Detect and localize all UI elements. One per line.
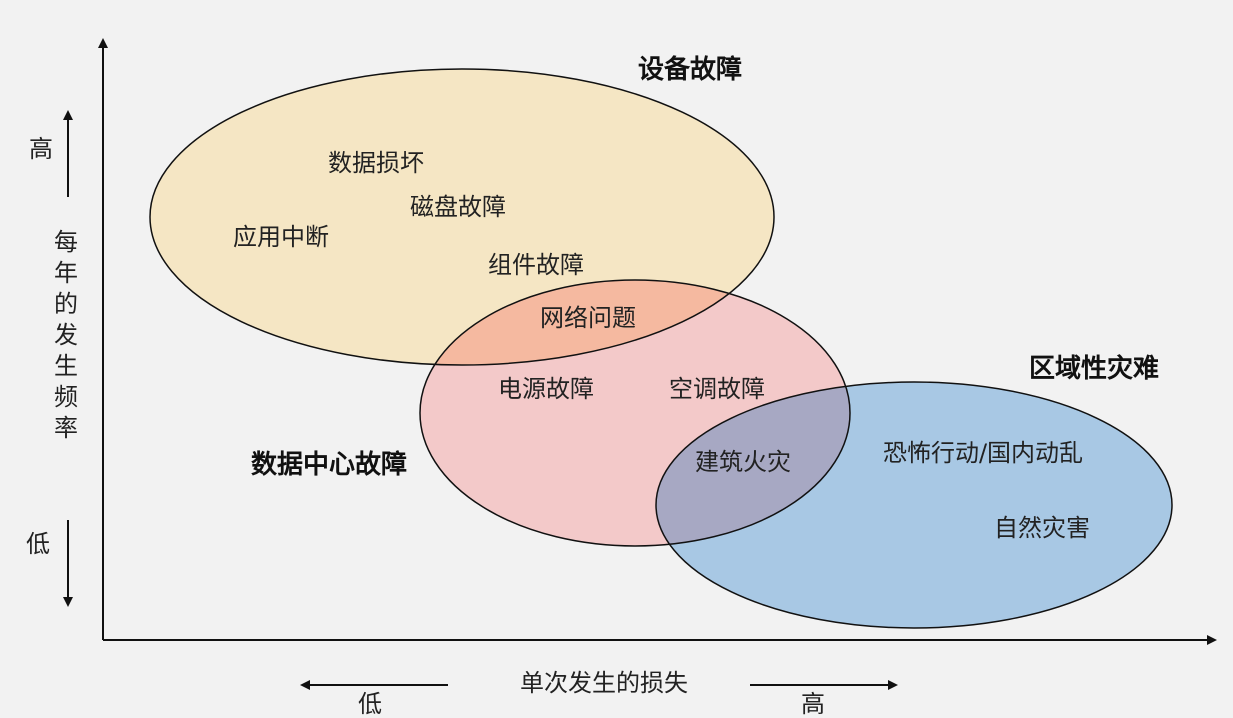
y-axis-label-char: 生 [54, 352, 78, 380]
x-high-label: 高 [801, 690, 825, 718]
item-terrorism: 恐怖行动/国内动乱 [883, 439, 1083, 467]
y-axis-label-char: 的 [54, 290, 78, 318]
x-low-label: 低 [358, 690, 382, 718]
y-axis-label-char: 每 [54, 228, 78, 256]
regional-outline [655, 381, 1173, 629]
y-high-label: 高 [29, 135, 53, 163]
item-power-failure: 电源故障 [498, 375, 594, 403]
item-natural-disaster: 自然灾害 [994, 514, 1090, 542]
item-building-fire: 建筑火灾 [695, 448, 791, 476]
equipment-title: 设备故障 [638, 54, 742, 85]
item-data-corruption: 数据损坏 [328, 149, 424, 177]
y-low-label: 低 [26, 530, 50, 558]
regional-title: 区域性灾难 [1029, 353, 1159, 384]
item-disk-failure: 磁盘故障 [410, 193, 506, 221]
equipment-outline [149, 68, 775, 366]
x-axis-label: 单次发生的损失 [520, 669, 688, 697]
datacenter-title: 数据中心故障 [251, 449, 407, 480]
y-axis-label-char: 频 [54, 383, 78, 411]
item-app-interrupt: 应用中断 [233, 223, 329, 251]
overlap-datacenter-regional [656, 382, 850, 546]
item-ac-failure: 空调故障 [669, 375, 765, 403]
item-network-issue: 网络问题 [540, 304, 636, 332]
y-axis-label-char: 年 [54, 259, 78, 287]
item-component-failure: 组件故障 [488, 251, 584, 279]
y-axis-label: 每 年 的 发 生 频 率 [54, 228, 78, 442]
y-axis-label-char: 率 [54, 414, 78, 442]
datacenter-outline [419, 279, 851, 547]
y-axis-label-char: 发 [54, 321, 78, 349]
